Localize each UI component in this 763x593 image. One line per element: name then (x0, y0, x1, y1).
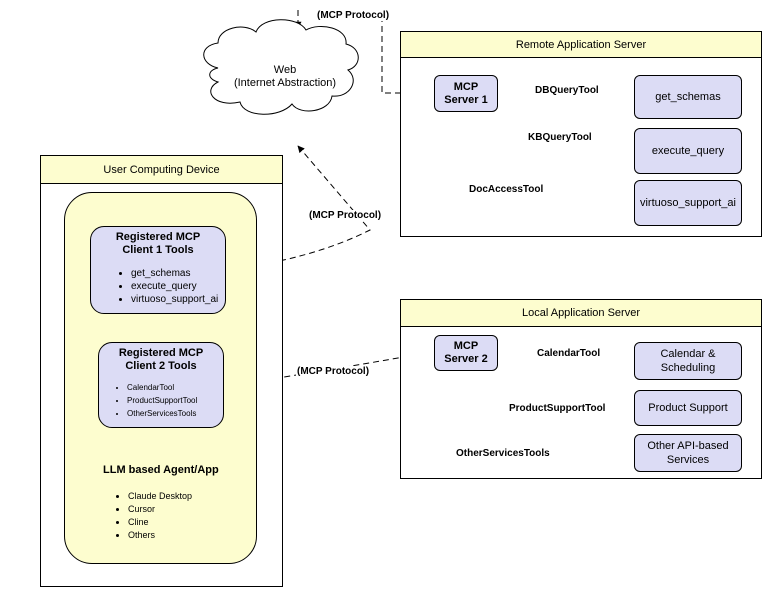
client1-title-line1: Registered MCP (115, 231, 201, 243)
client2-tools-box: Registered MCP Client 2 Tools CalendarTo… (98, 342, 224, 428)
cloud-label-line2: (Internet Abstraction) (233, 77, 337, 89)
mcp-server-1: MCP Server 1 (434, 75, 498, 112)
local-server-title: Local Application Server (401, 300, 761, 327)
client2-tool-item: CalendarTool (127, 381, 223, 394)
client1-tool-item: get_schemas (131, 267, 225, 280)
edge-label-kbquerytool: KBQueryTool (527, 132, 593, 143)
user-device-title: User Computing Device (41, 156, 282, 184)
protocol-label-bottom: (MCP Protocol) (296, 366, 371, 377)
tool-get-schemas: get_schemas (634, 75, 742, 119)
agent-app-item: Others (128, 529, 192, 542)
tool-other-api-services: Other API-based Services (634, 434, 742, 472)
client2-tool-item: OtherServicesTools (127, 407, 223, 420)
cloud-label: Web (Internet Abstraction) (210, 64, 360, 90)
agent-app-list: Claude Desktop Cursor Cline Others (110, 490, 192, 542)
edge-label-dbquerytool: DBQueryTool (534, 85, 600, 96)
client2-tool-list: CalendarTool ProductSupportTool OtherSer… (99, 381, 223, 420)
client1-tools-box: Registered MCP Client 1 Tools get_schema… (90, 226, 226, 314)
mcp-server-1-line1: MCP (453, 80, 479, 93)
client1-tool-item: virtuoso_support_ai (131, 293, 225, 306)
edge-label-otherservicestools: OtherServicesTools (455, 448, 551, 459)
client1-tool-item: execute_query (131, 280, 225, 293)
cloud-label-line1: Web (273, 64, 297, 76)
tool-virtuoso-support-ai: virtuoso_support_ai (634, 180, 742, 226)
agent-app-item: Cursor (128, 503, 192, 516)
mcp-server-2-line1: MCP (453, 340, 479, 352)
client2-title-line2: Client 2 Tools (125, 360, 197, 372)
mcp-server-1-line2: Server 1 (444, 93, 488, 106)
client1-title-line2: Client 1 Tools (122, 244, 194, 256)
tool-product-support: Product Support (634, 390, 742, 426)
remote-server-title: Remote Application Server (401, 32, 761, 58)
mcp-server-2: MCP Server 2 (434, 335, 498, 371)
agent-app-item: Claude Desktop (128, 490, 192, 503)
edge-label-docaccesstool: DocAccessTool (468, 184, 545, 195)
agent-app-item: Cline (128, 516, 192, 529)
edge-label-productsupporttool: ProductSupportTool (508, 403, 607, 414)
protocol-label-top: (MCP Protocol) (316, 10, 391, 21)
client1-title: Registered MCP Client 1 Tools (91, 231, 225, 257)
edge-label-calendartool: CalendarTool (536, 348, 602, 359)
mcp-server-2-line2: Server 2 (444, 353, 488, 365)
agent-title: LLM based Agent/App (103, 464, 219, 476)
client1-tool-list: get_schemas execute_query virtuoso_suppo… (91, 267, 225, 306)
client2-title: Registered MCP Client 2 Tools (99, 347, 223, 373)
cloud-shape (203, 19, 359, 115)
protocol-label-middle: (MCP Protocol) (308, 210, 383, 221)
client2-tool-item: ProductSupportTool (127, 394, 223, 407)
client2-title-line1: Registered MCP (118, 347, 204, 359)
tool-execute-query: execute_query (634, 128, 742, 174)
tool-calendar-scheduling: Calendar & Scheduling (634, 342, 742, 380)
